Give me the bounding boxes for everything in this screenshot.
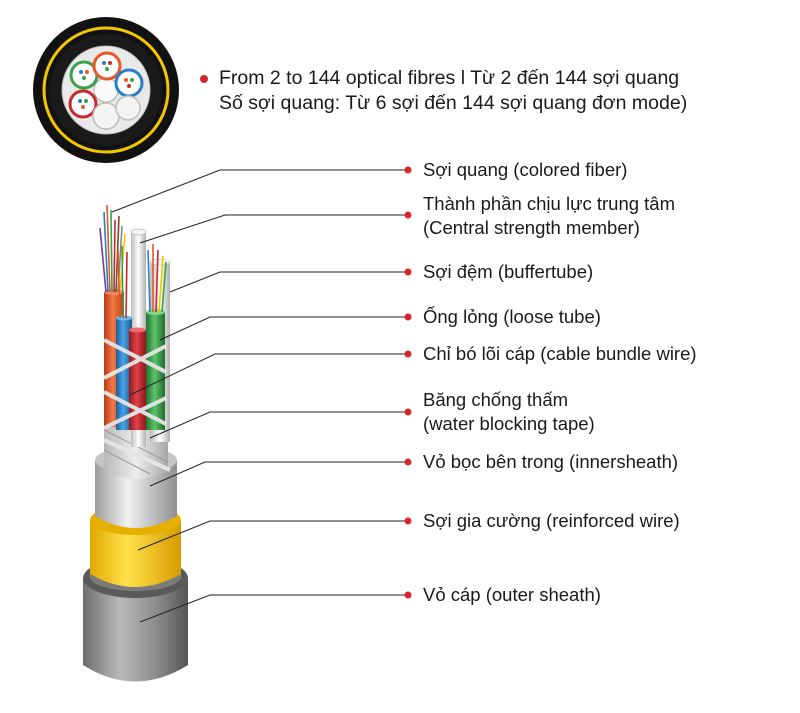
label-outer-sheath: Vỏ cáp (outer sheath) <box>423 584 601 605</box>
filler-rod <box>115 95 141 121</box>
label-innersheath: Vỏ bọc bên trong (innersheath) <box>423 451 679 472</box>
leaders <box>111 169 408 623</box>
label-central-strength-member: Thành phần chịu lực trung tâm (Central s… <box>423 193 675 238</box>
cross-section <box>33 17 179 163</box>
bullet-dot <box>200 75 208 83</box>
label-buffertube: Sợi đệm (buffertube) <box>423 261 594 282</box>
leader-markers <box>404 166 412 599</box>
tube-orange <box>92 51 122 81</box>
colored-fibers <box>99 204 167 319</box>
label-loose-tube: Ống lỏng (loose tube) <box>423 306 601 327</box>
filler-rod <box>92 102 120 130</box>
fiber-count-info: From 2 to 144 optical fibres l Từ 2 đến … <box>200 66 688 116</box>
label-colored-fiber: Sợi quang (colored fiber) <box>423 159 628 180</box>
info-line-1: From 2 to 144 optical fibres l Từ 2 đến … <box>219 67 680 89</box>
label-water-blocking-tape: Băng chống thấm (water blocking tape) <box>423 389 595 434</box>
info-line-2: Số sợi quang: Từ 6 sợi đến 144 sợi quang… <box>219 92 688 114</box>
bundle-wires <box>103 338 171 472</box>
cable-side-view <box>83 204 188 682</box>
tube-red <box>68 89 98 119</box>
label-cable-bundle-wire: Chỉ bó lõi cáp (cable bundle wire) <box>423 343 697 364</box>
tube-blue <box>114 68 144 98</box>
label-reinforced-wire: Sợi gia cường (reinforced wire) <box>423 510 680 531</box>
